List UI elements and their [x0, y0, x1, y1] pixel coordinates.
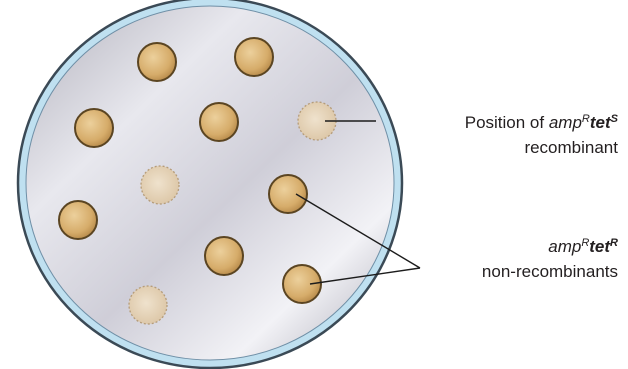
gene-tet-superscript: R	[610, 237, 618, 249]
petri-dish	[18, 0, 402, 368]
label-recombinant-line1: Position of ampRtetS	[465, 110, 618, 135]
label-nonrecombinants: ampRtetR non-recombinants	[482, 234, 618, 284]
gene-tet: tet	[590, 113, 611, 132]
colony	[138, 43, 176, 81]
label-recombinant: Position of ampRtetS recombinant	[465, 110, 618, 160]
gene-amp: amp	[548, 237, 581, 256]
label-nonrecombinants-line1: ampRtetR	[482, 234, 618, 259]
colony	[269, 175, 307, 213]
colony	[205, 237, 243, 275]
label-nonrecombinants-line2: non-recombinants	[482, 259, 618, 284]
colony	[59, 201, 97, 239]
colony	[75, 109, 113, 147]
gene-tet: tet	[589, 237, 610, 256]
colony	[200, 103, 238, 141]
ghost-colony	[141, 166, 179, 204]
gene-amp-superscript: R	[582, 113, 590, 125]
label-recombinant-line2: recombinant	[465, 135, 618, 160]
gene-amp: amp	[549, 113, 582, 132]
colony	[283, 265, 321, 303]
colony	[235, 38, 273, 76]
gene-tet-superscript: S	[611, 113, 618, 125]
ghost-colony	[129, 286, 167, 324]
plate-agar	[26, 6, 394, 360]
label-prefix: Position of	[465, 113, 549, 132]
